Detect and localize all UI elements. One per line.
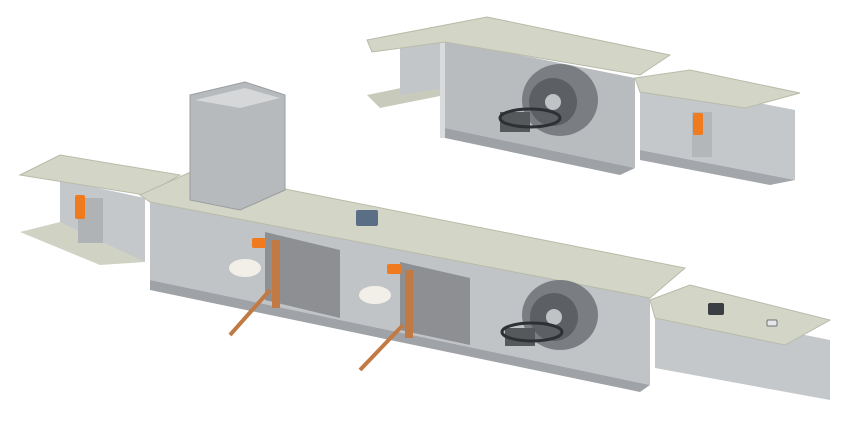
lower-fan-hub — [546, 309, 562, 325]
upper-right-duct-floor — [640, 150, 795, 185]
coil-1-pipe — [228, 288, 272, 337]
outlet-sensor-box — [708, 303, 724, 315]
coil-1-actuator — [252, 238, 266, 248]
coil-2-insulation — [359, 286, 391, 304]
lower-unit — [18, 81, 832, 400]
coil-2-pipe — [358, 323, 405, 372]
coil-1 — [228, 232, 340, 337]
intake-hood-opening — [195, 88, 280, 108]
coil-2-actuator — [387, 264, 401, 274]
control-display — [356, 210, 378, 226]
inlet-damper-actuator — [75, 195, 85, 219]
upper-right-roof — [634, 69, 801, 109]
upper-fan-hub — [545, 94, 561, 110]
upper-fan-box-frame — [440, 42, 445, 138]
coil-2 — [358, 262, 470, 372]
lower-fan — [500, 280, 598, 350]
intake-hood — [189, 81, 286, 211]
upper-fan — [498, 64, 598, 136]
inlet-duct-roof — [18, 154, 182, 196]
outlet-duct-roof — [649, 284, 832, 346]
upper-damper-actuator — [693, 113, 703, 135]
upper-left-duct-wall — [400, 42, 445, 95]
coil-2-fins — [400, 262, 470, 345]
coil-1-insulation — [229, 259, 261, 277]
outlet-duct-back — [655, 305, 830, 400]
coil-1-header — [272, 240, 280, 308]
lower-belt — [500, 321, 564, 343]
upper-unit — [366, 16, 801, 185]
upper-fan-box-floor — [445, 128, 635, 175]
coil-2-header — [405, 270, 413, 338]
outlet-sensor-small — [766, 319, 778, 327]
inlet-duct-floor — [20, 222, 145, 265]
upper-belt — [498, 107, 562, 129]
upper-roof — [366, 16, 672, 76]
coil-1-fins — [265, 232, 340, 318]
